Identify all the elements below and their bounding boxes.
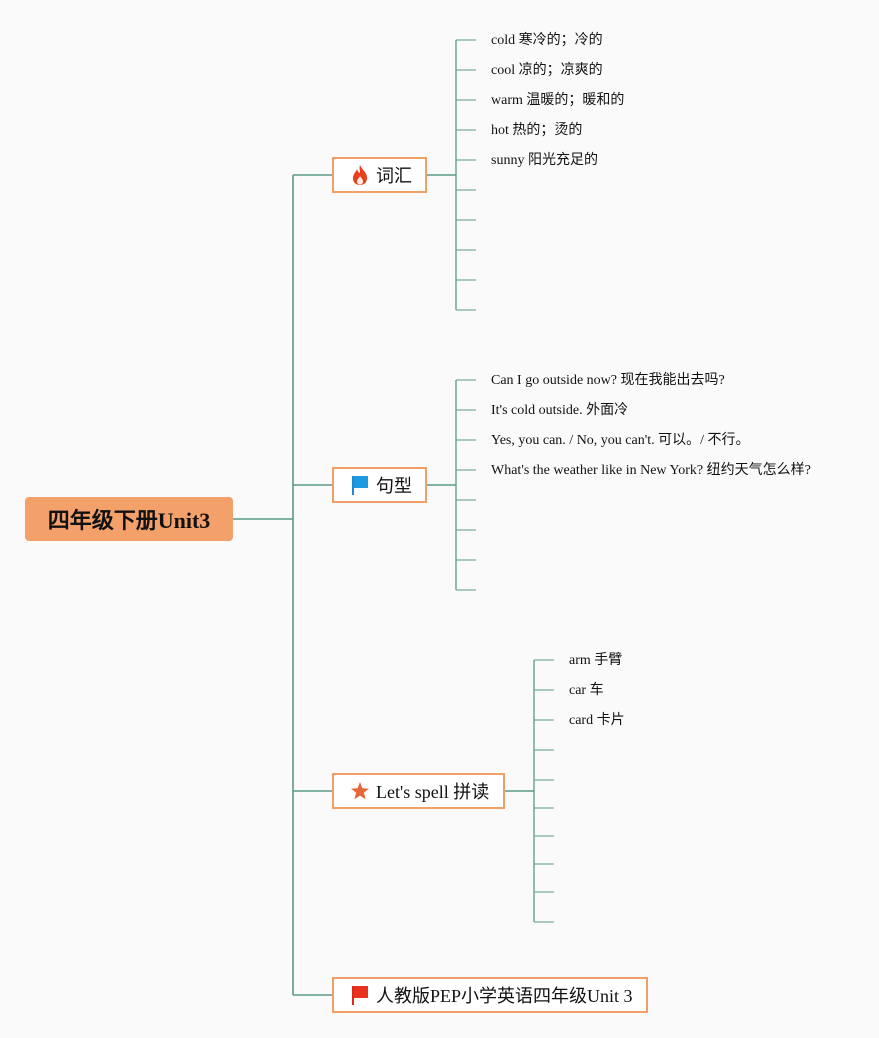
red-flag-icon (350, 983, 372, 1007)
blue-flag-icon (350, 473, 372, 497)
sentence-leaf[interactable]: Can I go outside now? 现在我能出去吗? (491, 373, 725, 388)
spell-leaf[interactable]: card 卡片 (569, 713, 625, 728)
vocab-leaf[interactable]: warm 温暖的；暖和的 (491, 93, 625, 108)
sentence-leaf[interactable]: It's cold outside. 外面冷 (491, 403, 629, 418)
branch-vocabulary-label: 词汇 (376, 166, 412, 186)
star-icon (350, 779, 372, 803)
root-topic[interactable]: 四年级下册Unit3 (25, 497, 233, 541)
sentence-leaf[interactable]: What's the weather like in New York? 纽约天… (491, 463, 811, 478)
vocab-leaf[interactable]: sunny 阳光充足的 (491, 153, 598, 168)
branch-lets-spell-label: Let's spell 拼读 (376, 782, 490, 802)
vocab-leaf[interactable]: hot 热的；烫的 (491, 123, 583, 138)
sentence-leaf[interactable]: Yes, you can. / No, you can't. 可以。/ 不行。 (491, 433, 750, 448)
branch-vocabulary[interactable]: 词汇 (332, 157, 427, 193)
root-topic-label: 四年级下册Unit3 (47, 508, 211, 533)
vocab-leaf[interactable]: cold 寒冷的；冷的 (491, 33, 603, 48)
vocab-leaf[interactable]: cool 凉的；凉爽的 (491, 63, 603, 78)
branch-textbook-label: 人教版PEP小学英语四年级Unit 3 (376, 986, 633, 1006)
fire-icon (350, 163, 372, 187)
spell-leaf[interactable]: car 车 (569, 683, 604, 698)
branch-sentence-patterns-label: 句型 (376, 476, 412, 496)
branch-textbook[interactable]: 人教版PEP小学英语四年级Unit 3 (332, 977, 648, 1013)
branch-sentence-patterns[interactable]: 句型 (332, 467, 427, 503)
spell-leaf[interactable]: arm 手臂 (569, 653, 623, 668)
branch-lets-spell[interactable]: Let's spell 拼读 (332, 773, 505, 809)
